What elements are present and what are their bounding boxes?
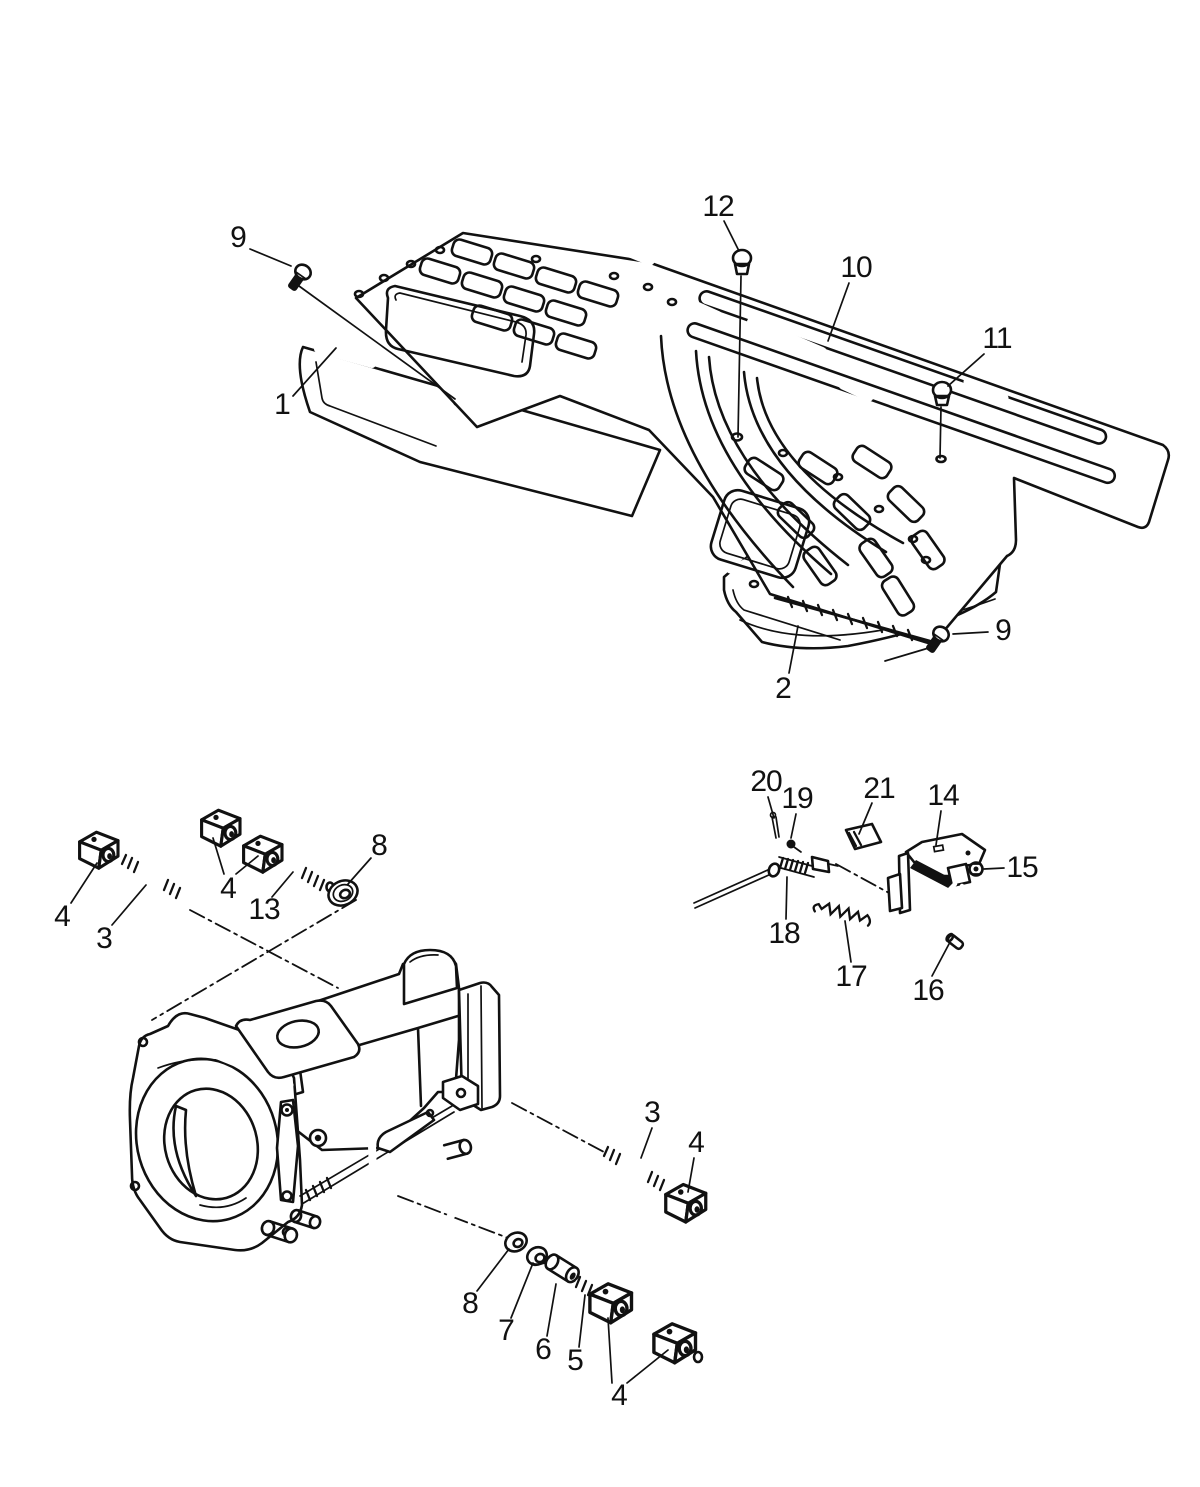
- square-nut-4b: [664, 1182, 708, 1224]
- callout-19: 19: [781, 782, 813, 815]
- nut-15-icon: [968, 861, 984, 877]
- callout-17: 17: [835, 960, 867, 993]
- screw-9-left-icon: [288, 263, 312, 291]
- washer-8b: [504, 1231, 528, 1253]
- callout-8-a: 8: [371, 829, 388, 862]
- nut-7: [525, 1245, 549, 1267]
- callout-13: 13: [248, 893, 280, 926]
- callout-18: 18: [768, 917, 800, 950]
- cable-18: [693, 855, 839, 909]
- bushing-6: [544, 1253, 580, 1284]
- callout-11: 11: [982, 322, 1012, 355]
- callout-15: 15: [1006, 851, 1038, 884]
- leader-lines: [70, 220, 1005, 1384]
- screw-12-icon: [731, 248, 753, 438]
- callout-4-b: 4: [220, 872, 237, 905]
- callout-12: 12: [702, 190, 734, 223]
- callout-5: 5: [567, 1344, 584, 1377]
- callout-4-a: 4: [54, 900, 71, 933]
- callout-2: 2: [775, 672, 792, 705]
- callout-21: 21: [863, 772, 895, 805]
- rod-4-4-assembly: [588, 1282, 704, 1365]
- pin-16-icon: [945, 932, 965, 951]
- callout-4-d: 4: [611, 1379, 628, 1412]
- tread-grid-lower: [743, 444, 946, 617]
- screw-11-icon: [931, 380, 953, 459]
- plate-holes: [353, 245, 947, 589]
- callout-3-a: 3: [96, 922, 113, 955]
- callout-9-right: 9: [995, 614, 1012, 647]
- callout-10: 10: [840, 251, 872, 284]
- callout-7: 7: [498, 1314, 515, 1347]
- cotter-pin-20-icon: [769, 811, 780, 839]
- callout-20: 20: [750, 765, 782, 798]
- wedge-21-icon: [844, 822, 883, 851]
- callout-14: 14: [927, 779, 959, 812]
- stud-3a: [120, 853, 183, 900]
- transmission: [128, 948, 502, 1266]
- spring-17-icon: [812, 901, 872, 927]
- screw-9-right-icon: [926, 625, 950, 653]
- rail-pads: [610, 242, 1078, 455]
- callout-9-top-left: 9: [230, 221, 247, 254]
- callout-16: 16: [912, 974, 944, 1007]
- callout-6: 6: [535, 1333, 552, 1366]
- callout-8-b: 8: [462, 1287, 479, 1320]
- tread-grid-upper: [418, 238, 620, 360]
- washer-8a: [327, 879, 359, 907]
- callout-3-b: 3: [644, 1096, 661, 1129]
- square-nut-4a: [78, 830, 120, 870]
- callout-1: 1: [274, 388, 291, 421]
- stud-3b: [602, 1145, 667, 1192]
- tread-plate: [353, 231, 1171, 645]
- edge-hatching: [786, 595, 914, 642]
- bracket-14: [886, 832, 987, 949]
- callout-4-c: 4: [688, 1126, 705, 1159]
- clip-19-icon: [786, 839, 802, 853]
